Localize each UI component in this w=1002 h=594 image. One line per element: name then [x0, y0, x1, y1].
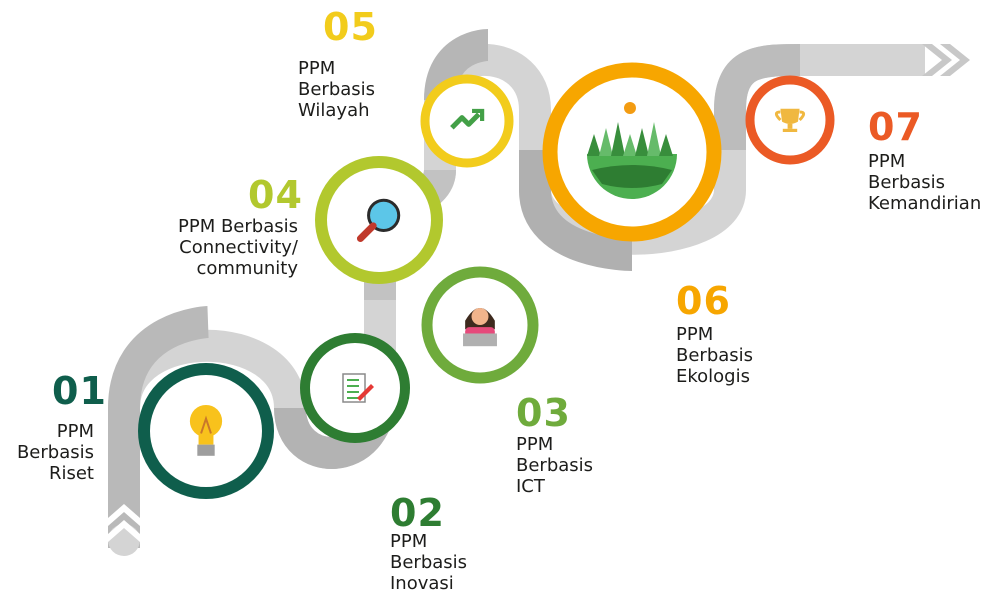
- step-number-06: 06: [676, 279, 731, 323]
- step-label-01: PPM Berbasis Riset: [16, 421, 94, 484]
- step-circle-03: [421, 266, 539, 384]
- step-number-02: 02: [390, 491, 445, 535]
- step-label-03: PPM Berbasis ICT: [516, 434, 594, 497]
- lightbulb-icon: [189, 404, 223, 456]
- step-label-06: PPM Berbasis Ekologis: [676, 324, 754, 387]
- step-circle-06: [542, 62, 722, 242]
- start-chevron-icon: [108, 504, 140, 526]
- step-number-01: 01: [52, 369, 107, 413]
- person-laptop-icon: [463, 308, 497, 347]
- end-chevron-icon: [922, 44, 952, 76]
- road-start-cap: [108, 524, 140, 556]
- trophy-icon: [774, 108, 806, 132]
- magnifier-icon: [356, 198, 401, 243]
- trend-up-icon: [450, 108, 485, 130]
- step-number-05: 05: [323, 5, 378, 49]
- end-chevron-icon: [940, 44, 970, 76]
- step-number-03: 03: [516, 391, 571, 435]
- step-number-04: 04: [248, 173, 303, 217]
- step-circle-07: [745, 75, 835, 165]
- document-edit-icon: [342, 373, 374, 403]
- step-label-07: PPM Berbasis Kemandirian: [868, 151, 982, 214]
- step-label-02: PPM Berbasis Inovasi: [390, 531, 468, 594]
- step-label-04: PPM Berbasis Connectivity/ community: [178, 216, 298, 279]
- step-circle-02: [300, 333, 410, 443]
- step-label-05: PPM Berbasis Wilayah: [298, 58, 376, 121]
- start-chevron-icon: [108, 520, 140, 542]
- step-number-07: 07: [868, 105, 923, 149]
- road-path: [108, 29, 925, 548]
- step-circle-01: [138, 363, 274, 499]
- step-circle-05: [420, 74, 514, 168]
- step-circle-04: [315, 156, 443, 284]
- forest-landscape-icon: [587, 102, 677, 199]
